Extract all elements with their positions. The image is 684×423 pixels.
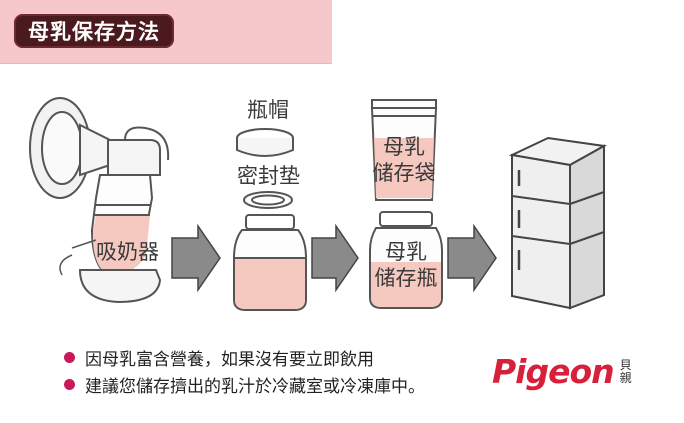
note-text: 建議您儲存擠出的乳汁於冷藏室或冷凍庫中。 — [85, 377, 425, 397]
seal-label: 密封垫 — [237, 164, 300, 188]
bottle-label-line1: 母乳 — [385, 240, 427, 264]
bottle-label: 母乳 储存瓶 — [372, 240, 440, 291]
cap-label: 瓶帽 — [247, 98, 289, 122]
brand-logo: Pigeon 貝 親 — [492, 352, 634, 391]
brand-sub-line1: 貝 — [619, 357, 632, 372]
pump-label: 吸奶器 — [96, 240, 159, 264]
note-item: 因母乳富含營養，如果沒有要立即飲用 — [64, 345, 374, 370]
bottle-cap-icon — [236, 128, 294, 157]
breast-pump-icon — [29, 97, 170, 304]
storage-bottle-icon — [233, 214, 307, 311]
page-title: 母乳保存方法 — [28, 20, 160, 44]
bag-label-line2: 储存袋 — [372, 160, 436, 185]
bag-label: 母乳 储存袋 — [372, 135, 436, 186]
brand-name: Pigeon — [492, 352, 615, 391]
arrow-right-icon — [447, 223, 497, 293]
brand-sub-line2: 親 — [619, 370, 632, 385]
storage-bottle-icon — [369, 211, 443, 309]
arrow-right-icon — [311, 223, 359, 293]
header-banner: 母乳保存方法 — [0, 0, 332, 64]
bullet-icon — [64, 379, 75, 390]
storage-bag-icon — [370, 99, 438, 201]
seal-gasket-icon — [243, 191, 293, 209]
note-text: 因母乳富含營養，如果沒有要立即飲用 — [85, 350, 374, 370]
arrow-right-icon — [171, 223, 221, 293]
title-box: 母乳保存方法 — [14, 14, 174, 48]
note-item: 建議您儲存擠出的乳汁於冷藏室或冷凍庫中。 — [64, 372, 425, 397]
refrigerator-icon — [508, 136, 608, 310]
brand-sub: 貝 親 — [620, 359, 634, 384]
bottle-label-line2: 储存瓶 — [374, 265, 438, 290]
bag-label-line1: 母乳 — [383, 135, 425, 159]
bullet-icon — [64, 352, 75, 363]
